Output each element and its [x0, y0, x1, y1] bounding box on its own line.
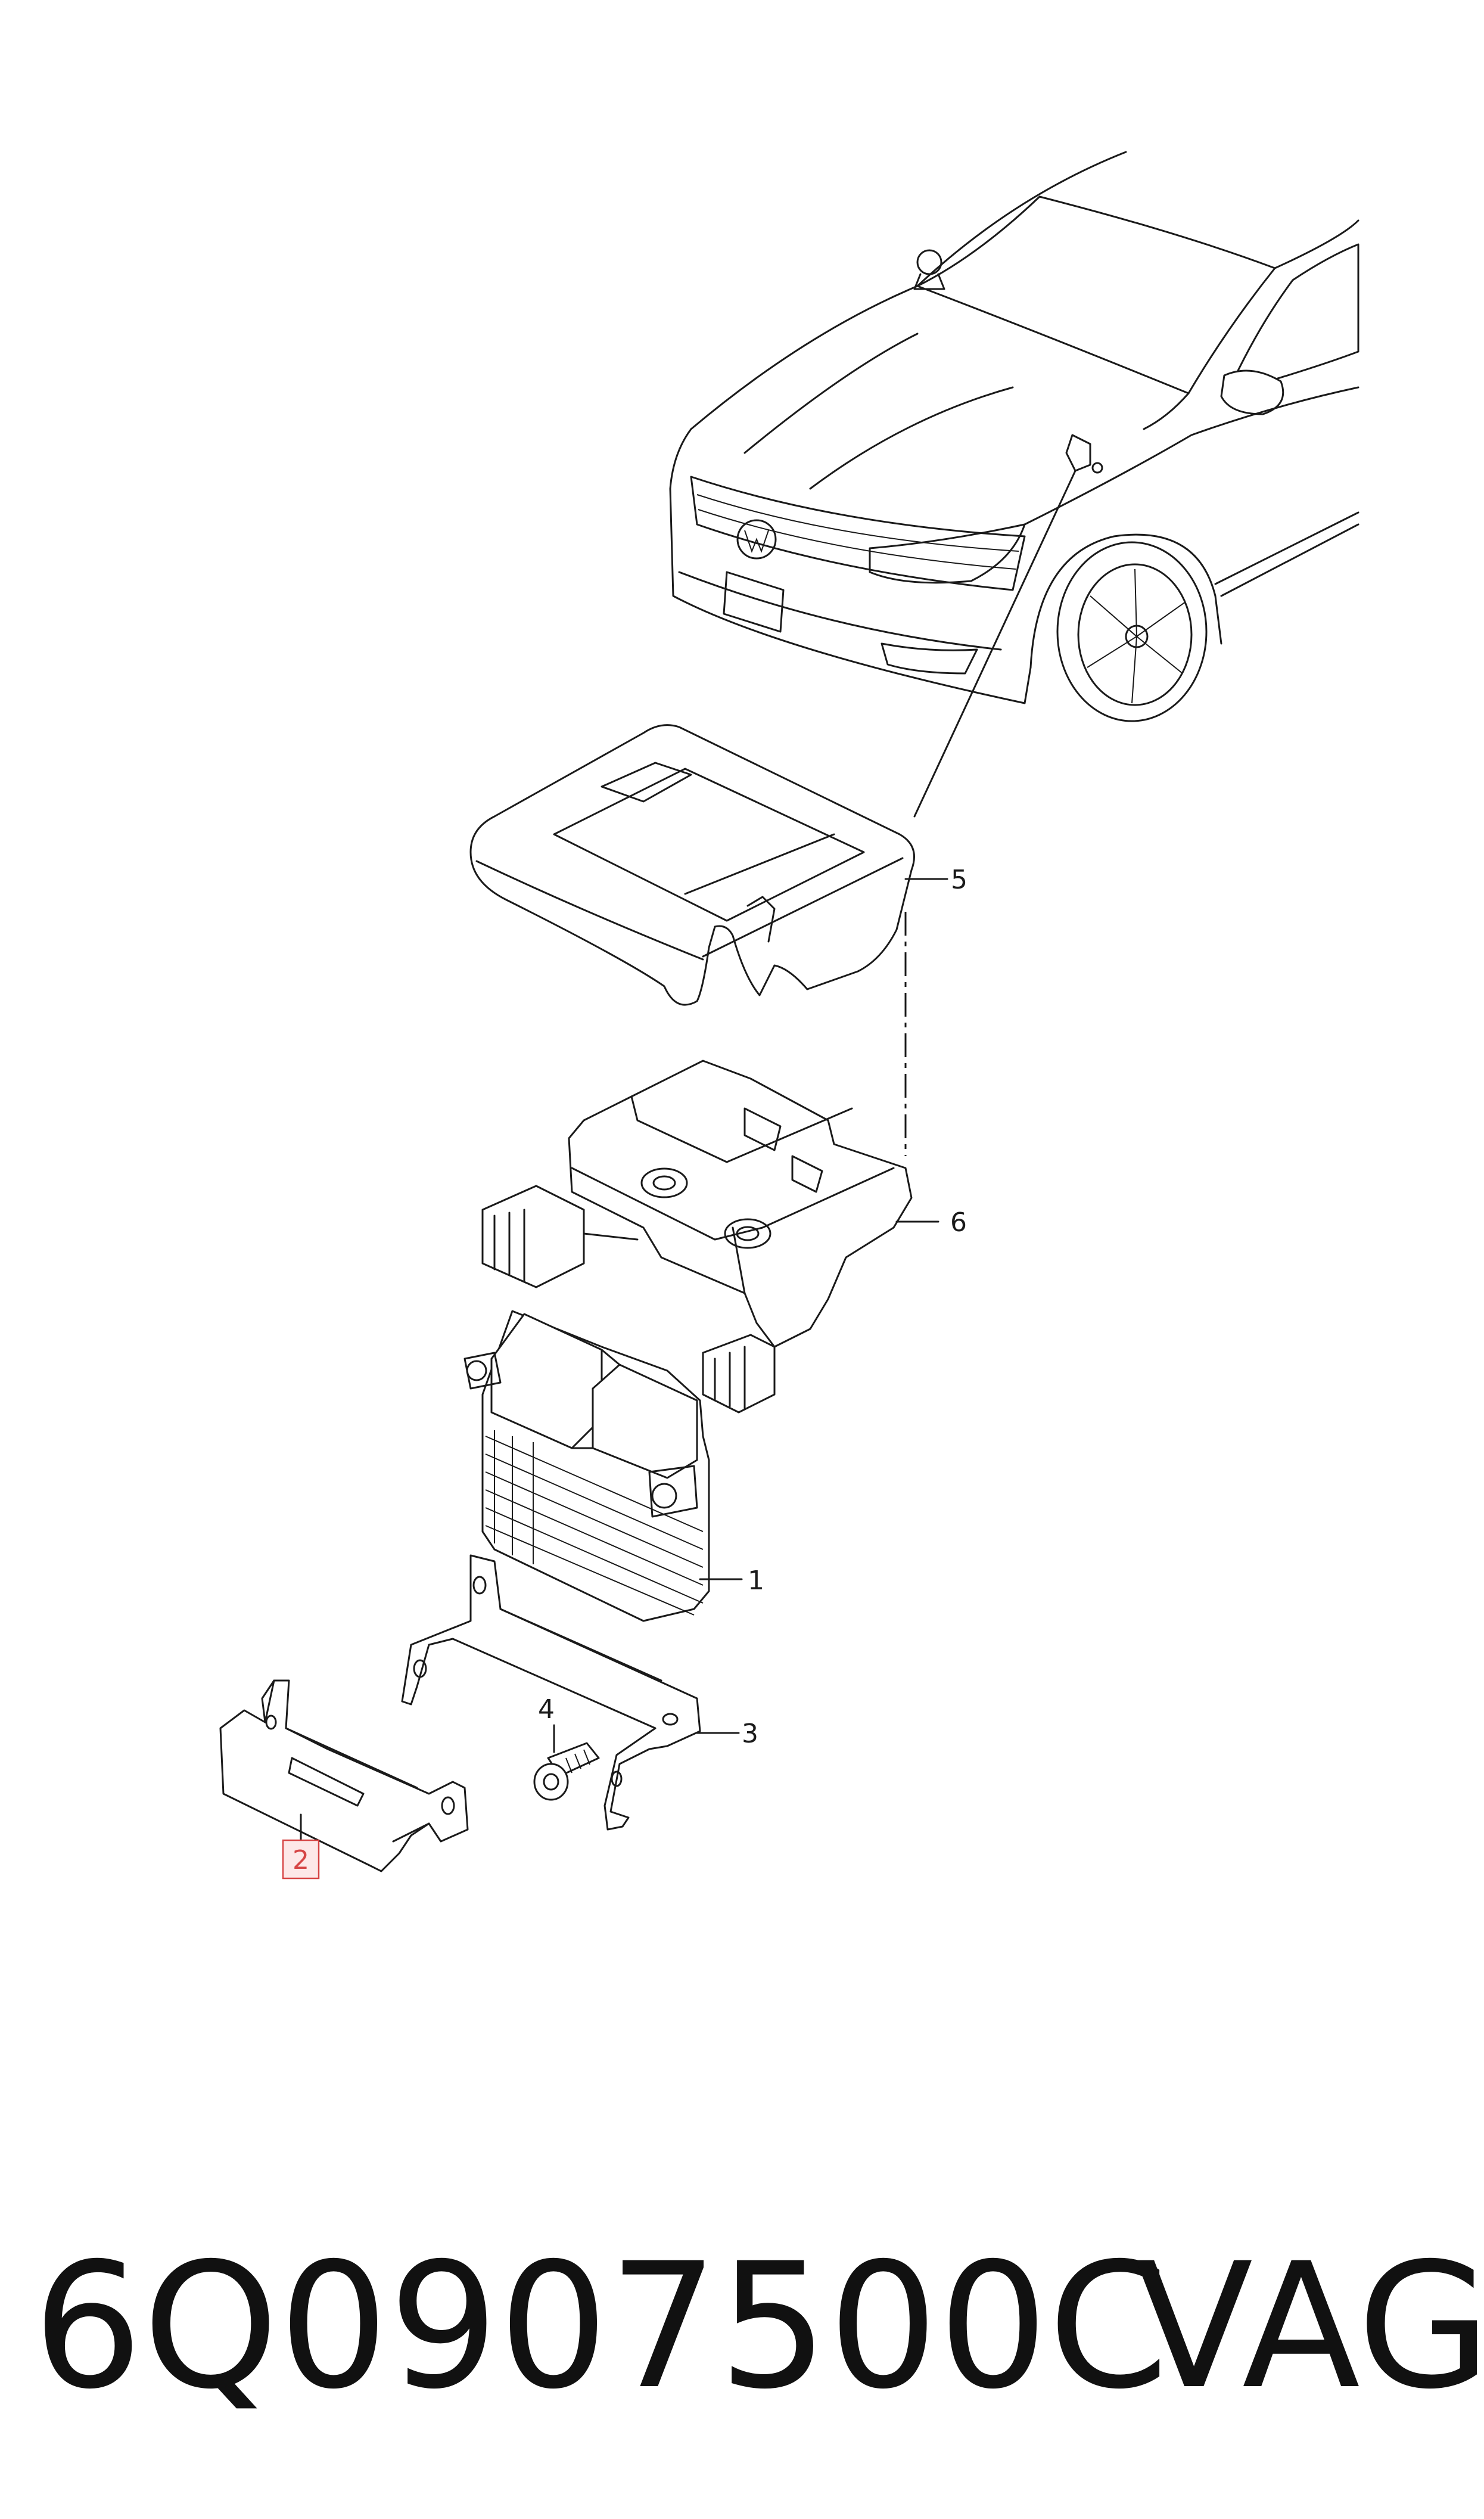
part-3-mounting-bracket — [401, 1554, 740, 1831]
part-6-holder — [481, 1060, 939, 1414]
callout-5: 5 — [951, 865, 967, 895]
part-2-small-bracket — [219, 1679, 469, 1872]
callout-3: 3 — [742, 1719, 758, 1749]
part-1-control-unit — [463, 1310, 743, 1622]
callout-2-highlight-box — [282, 1839, 320, 1880]
part-5-cover — [469, 724, 948, 1006]
part-4-screw — [533, 1724, 600, 1801]
callout-2: 2 — [293, 1845, 309, 1875]
exploded-parts-diagram: 5 6 1 3 4 2 — [219, 151, 1359, 1880]
car-illustration — [669, 151, 1359, 818]
callout-4: 4 — [538, 1694, 555, 1725]
part-number: 6Q0907500C — [33, 2226, 1169, 2427]
callout-1: 1 — [748, 1566, 764, 1596]
brand-name: VAG — [1135, 2226, 1484, 2427]
callout-6: 6 — [950, 1207, 967, 1238]
